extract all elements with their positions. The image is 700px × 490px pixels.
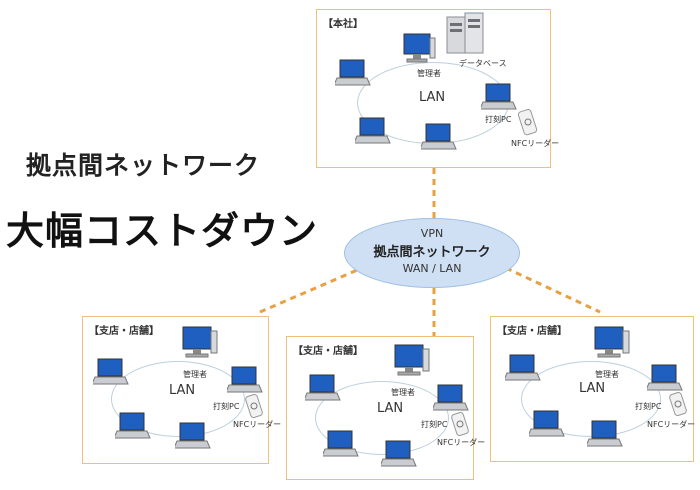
branch-timeclock-label: 打刻PC [213,402,240,411]
hq-title: 【本社】 [323,19,363,30]
database-server-icon [446,12,484,54]
branch-site-1: 【支店・店舗】 LAN 管理者 打刻PC NFCリーダー [82,316,281,464]
laptop-icon [421,123,457,150]
branch3-vpn-link [505,266,601,314]
nfc-reader-icon [517,109,538,136]
branch-admin-label: 管理者 [391,388,415,397]
timeclock-laptop-icon [433,384,469,411]
hq-timeclock-label: 打刻PC [485,115,512,124]
branch-nfc-label: NFCリーダー [233,420,282,429]
lan-ring [111,361,245,437]
laptop-icon [175,422,211,449]
laptop-icon [381,440,417,467]
laptop-icon [587,420,623,447]
branch-title: 【支店・店舗】 [89,326,159,337]
laptop-icon [529,410,565,437]
lan-ring [521,361,661,437]
branch-lan-label: LAN [377,401,404,416]
hq-lan-label: LAN [419,90,446,105]
hq-site: 【本社】 LAN 管理者 データベース 打刻PC NFCリーダー [316,9,559,168]
nfc-reader-icon [669,391,687,417]
nfc-reader-icon [245,393,263,419]
laptop-icon [93,358,129,385]
vpn-wan-lan-label: WAN / LAN [402,262,462,275]
laptop-icon [115,412,151,439]
branch-site-3: 【支店・店舗】 LAN 管理者 打刻PC NFCリーダー [490,316,696,462]
vpn-label: VPN [420,227,444,240]
branch-admin-label: 管理者 [595,370,619,379]
branch-admin-label: 管理者 [183,370,207,379]
timeclock-laptop-icon [227,366,263,393]
admin-desktop-icon [594,326,630,358]
admin-desktop-icon [394,344,430,376]
hq-admin-label: 管理者 [417,69,441,78]
headline-network: 拠点間ネットワーク [26,151,261,180]
laptop-icon [305,374,341,401]
hq-nfc-label: NFCリーダー [511,139,560,148]
headline-cost-down: 大幅コストダウン [6,209,319,253]
branch1-vpn-link [259,266,363,314]
vpn-ellipse: VPN 拠点間ネットワーク WAN / LAN [344,218,520,288]
branch-nfc-label: NFCリーダー [437,438,486,447]
branch-lan-label: LAN [579,381,606,396]
admin-desktop-icon [182,326,218,358]
laptop-icon [355,117,391,144]
lan-ring [315,381,449,455]
timeclock-laptop-icon [647,364,683,391]
hq-database-label: データベース [459,59,507,68]
branch-timeclock-label: 打刻PC [421,420,448,429]
branch-title: 【支店・店舗】 [497,326,567,337]
admin-desktop-icon [403,33,436,63]
branch-site-2: 【支店・店舗】 LAN 管理者 打刻PC NFCリーダー [286,336,485,480]
branch-timeclock-label: 打刻PC [635,402,662,411]
laptop-icon [335,59,371,86]
timeclock-laptop-icon [481,83,517,110]
nfc-reader-icon [451,411,469,437]
branch-lan-label: LAN [169,383,196,398]
laptop-icon [323,430,359,457]
branch-nfc-label: NFCリーダー [647,420,696,429]
vpn-network-label: 拠点間ネットワーク [373,245,491,260]
branch-title: 【支店・店舗】 [293,346,363,357]
laptop-icon [505,354,541,381]
